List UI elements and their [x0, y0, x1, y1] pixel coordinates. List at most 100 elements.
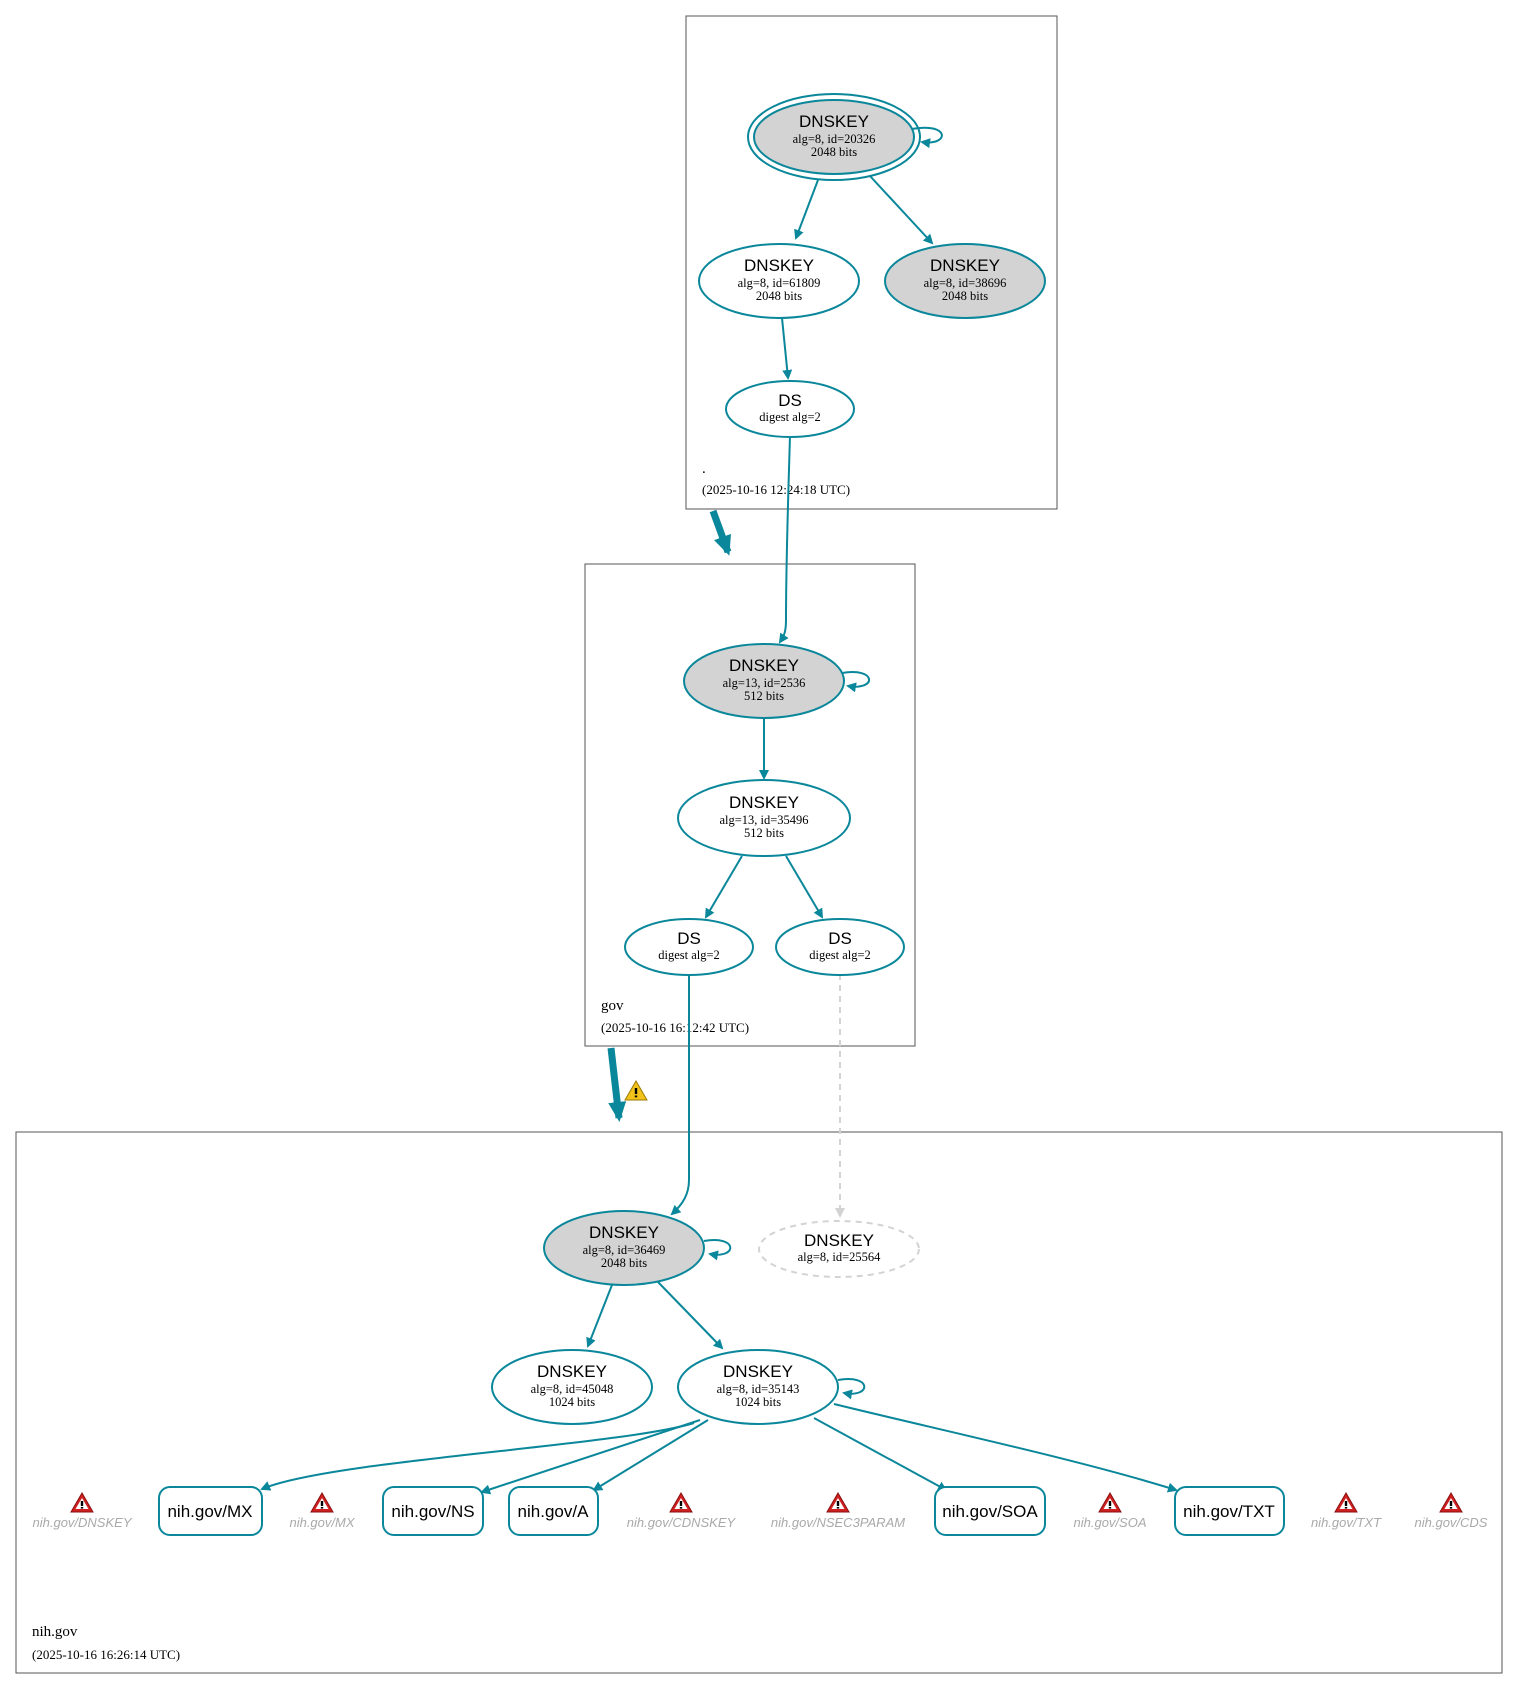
delegation-root-to-gov: [709, 509, 732, 556]
node-title: DNSKEY: [799, 112, 869, 131]
error-mx[interactable]: nih.gov/MX: [289, 1492, 356, 1530]
error-label: nih.gov/DNSKEY: [33, 1515, 133, 1530]
error-icon: [826, 1492, 850, 1513]
node-line1: digest alg=2: [809, 948, 871, 962]
error-cdnskey[interactable]: nih.gov/CDNSKEY: [627, 1492, 737, 1530]
root-ds-node[interactable]: DS digest alg=2: [725, 380, 855, 438]
node-line2: 2048 bits: [756, 289, 802, 303]
rrset-a-node[interactable]: nih.gov/A: [508, 1486, 599, 1536]
zone-root-box: [685, 15, 1058, 510]
error-label: nih.gov/NSEC3PARAM: [771, 1515, 905, 1530]
node-line2: 2048 bits: [601, 1256, 647, 1270]
edge-root-zsk-to-ds: [781, 317, 793, 380]
gov-ds1-node[interactable]: DS digest alg=2: [624, 918, 754, 976]
error-soa[interactable]: nih.gov/SOA: [1074, 1492, 1147, 1530]
root-zsk-node[interactable]: DNSKEY alg=8, id=61809 2048 bits: [698, 243, 860, 319]
edge-gov-ksk-self: [841, 671, 870, 693]
node-title: DNSKEY: [744, 256, 814, 275]
node-title: DNSKEY: [537, 1362, 607, 1381]
delegation-gov-to-nih: [607, 1047, 627, 1122]
zone-nih-name: nih.gov: [32, 1624, 78, 1640]
error-icon: [1098, 1492, 1122, 1513]
rrset-label: nih.gov/TXT: [1183, 1502, 1275, 1521]
node-line1: alg=8, id=36469: [583, 1243, 666, 1257]
node-line1: alg=8, id=45048: [531, 1382, 614, 1396]
error-icon: [1439, 1492, 1463, 1513]
error-cds[interactable]: nih.gov/CDS: [1415, 1492, 1488, 1530]
error-label: nih.gov/TXT: [1311, 1515, 1382, 1530]
zone-gov-time: (2025-10-16 16:12:42 UTC): [601, 1020, 749, 1035]
error-dnskey[interactable]: nih.gov/DNSKEY: [33, 1492, 133, 1530]
node-line2: 2048 bits: [942, 289, 988, 303]
node-line1: alg=8, id=20326: [793, 132, 876, 146]
node-line1: digest alg=2: [759, 410, 821, 424]
gov-ksk-node[interactable]: DNSKEY alg=13, id=2536 512 bits: [683, 643, 845, 719]
zone-root-name: .: [702, 461, 706, 477]
node-line2: 2048 bits: [811, 145, 857, 159]
error-icon: [1334, 1492, 1358, 1513]
nih-zsk-node[interactable]: DNSKEY alg=8, id=35143 1024 bits: [677, 1349, 839, 1425]
zone-root-time: (2025-10-16 12:24:18 UTC): [702, 482, 850, 497]
node-title: DNSKEY: [729, 656, 799, 675]
rrset-soa-node[interactable]: nih.gov/SOA: [934, 1486, 1046, 1536]
rrset-ns-node[interactable]: nih.gov/NS: [382, 1486, 484, 1536]
node-title: DNSKEY: [729, 793, 799, 812]
node-title: DNSKEY: [804, 1231, 874, 1250]
edge-nih-ksk-to-zsk: [657, 1281, 724, 1350]
edge-root-ksk-to-key38696: [869, 175, 934, 245]
node-line1: alg=8, id=35143: [717, 1382, 800, 1396]
error-nsec3param[interactable]: nih.gov/NSEC3PARAM: [771, 1492, 905, 1530]
gov-ds2-node[interactable]: DS digest alg=2: [775, 918, 905, 976]
node-line1: alg=8, id=25564: [798, 1250, 882, 1264]
edge-root-ds-to-gov-ksk: [778, 435, 791, 644]
node-line2: 512 bits: [744, 689, 784, 703]
warning-icon: [624, 1080, 648, 1101]
node-line1: digest alg=2: [658, 948, 720, 962]
edge-gov-ds1-to-nih-ksk: [670, 974, 690, 1216]
rrset-label: nih.gov/SOA: [942, 1502, 1038, 1521]
nih-ksk-node[interactable]: DNSKEY alg=8, id=36469 2048 bits: [543, 1210, 705, 1286]
error-icon: [70, 1492, 94, 1513]
edge-nih-zsk-to-mx: [260, 1422, 695, 1491]
error-icon: [310, 1492, 334, 1513]
edge-nih-ksk-self: [703, 1239, 732, 1261]
nih-missing-key-node[interactable]: DNSKEY alg=8, id=25564: [758, 1220, 920, 1278]
edge-root-ksk-to-zsk: [794, 179, 819, 240]
error-label: nih.gov/CDS: [1415, 1515, 1488, 1530]
gov-zsk-node[interactable]: DNSKEY alg=13, id=35496 512 bits: [677, 779, 851, 857]
edge-nih-zsk-to-txt: [833, 1403, 1178, 1493]
root-ksk-node[interactable]: DNSKEY alg=8, id=20326 2048 bits: [747, 93, 921, 181]
edge-gov-zsk-to-ds1: [704, 855, 743, 919]
node-line1: alg=13, id=35496: [719, 813, 808, 827]
edge-nih-zsk-to-ns: [480, 1419, 701, 1495]
node-title: DS: [778, 391, 802, 410]
node-line2: 1024 bits: [549, 1395, 595, 1409]
error-txt[interactable]: nih.gov/TXT: [1311, 1492, 1382, 1530]
rrset-txt-node[interactable]: nih.gov/TXT: [1174, 1486, 1285, 1536]
zone-gov-box: [584, 563, 916, 1047]
rrset-label: nih.gov/MX: [167, 1502, 252, 1521]
edge-gov-zsk-to-ds2: [785, 855, 824, 919]
error-label: nih.gov/CDNSKEY: [627, 1515, 737, 1530]
edge-nih-zsk-to-a: [592, 1419, 709, 1492]
error-label: nih.gov/MX: [289, 1515, 355, 1530]
node-title: DS: [828, 929, 852, 948]
node-line1: alg=8, id=38696: [924, 276, 1007, 290]
edge-nih-ksk-to-key45048: [586, 1284, 613, 1348]
zone-nih-box: [15, 1131, 1503, 1674]
rrset-mx-node[interactable]: nih.gov/MX: [158, 1486, 263, 1536]
error-label: nih.gov/SOA: [1074, 1515, 1147, 1530]
zone-nih-time: (2025-10-16 16:26:14 UTC): [32, 1647, 180, 1662]
node-title: DNSKEY: [589, 1223, 659, 1242]
root-key38696-node[interactable]: DNSKEY alg=8, id=38696 2048 bits: [884, 243, 1046, 319]
node-title: DNSKEY: [930, 256, 1000, 275]
node-line1: alg=13, id=2536: [723, 676, 806, 690]
edge-nih-zsk-self: [837, 1378, 866, 1400]
rrset-label: nih.gov/A: [518, 1502, 590, 1521]
node-line2: 1024 bits: [735, 1395, 781, 1409]
nih-key45048-node[interactable]: DNSKEY alg=8, id=45048 1024 bits: [491, 1349, 653, 1425]
node-title: DNSKEY: [723, 1362, 793, 1381]
zone-gov-name: gov: [601, 998, 624, 1014]
rrset-label: nih.gov/NS: [391, 1502, 474, 1521]
